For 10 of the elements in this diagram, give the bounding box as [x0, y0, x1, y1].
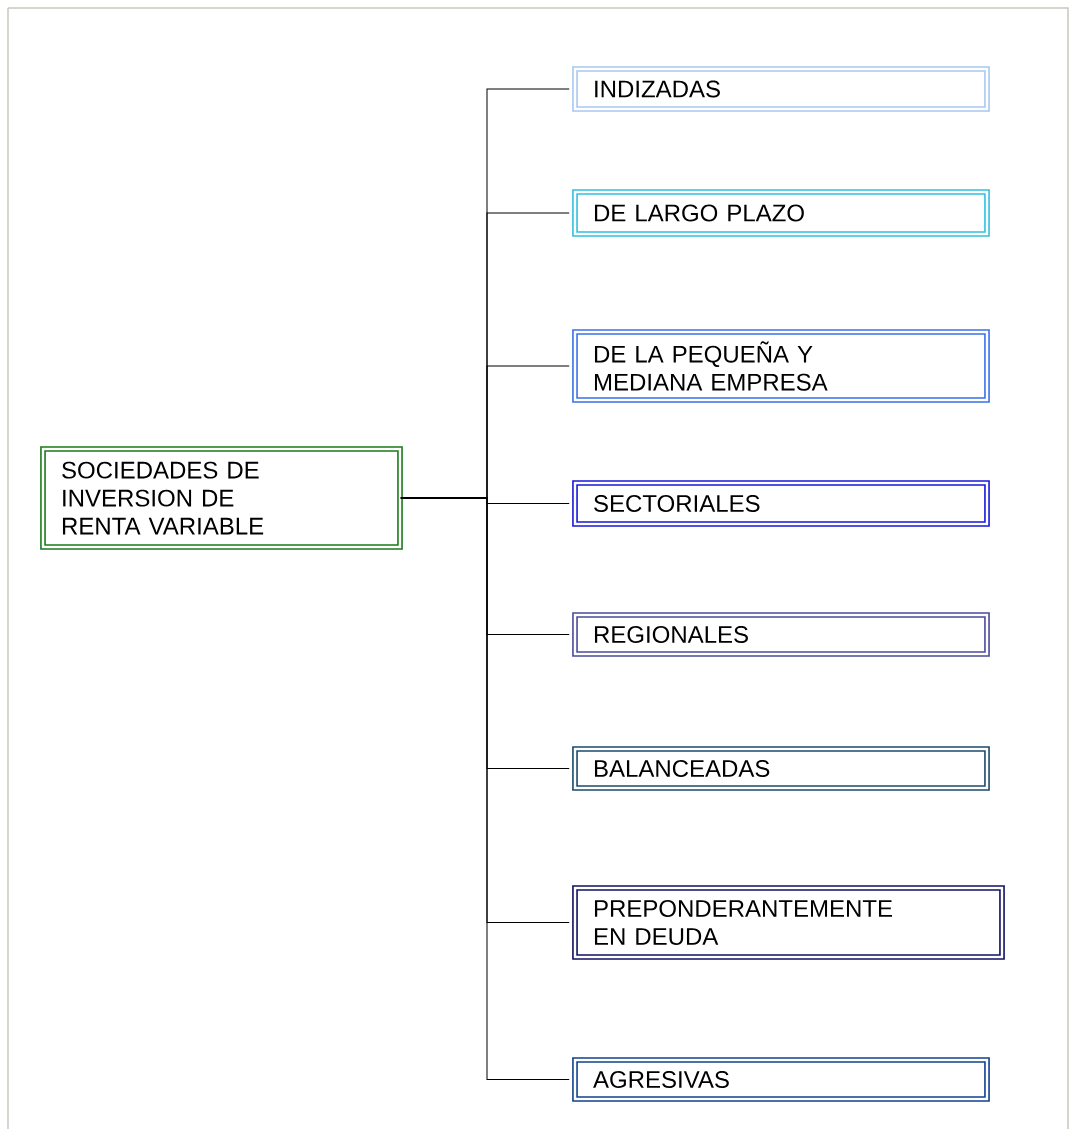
category-box: SECTORIALES: [572, 480, 990, 527]
category-box: INDIZADAS: [572, 66, 990, 112]
category-box: BALANCEADAS: [572, 746, 990, 791]
root-box: SOCIEDADES DE INVERSION DE RENTA VARIABLE: [40, 446, 403, 550]
category-box: PREPONDERANTEMENTE EN DEUDA: [572, 885, 1005, 960]
category-box: REGIONALES: [572, 612, 990, 657]
category-box: DE LARGO PLAZO: [572, 189, 990, 237]
connector-line: [400, 497, 570, 1080]
category-box: AGRESIVAS: [572, 1057, 990, 1102]
category-box: DE LA PEQUEÑA Y MEDIANA EMPRESA: [572, 329, 990, 403]
